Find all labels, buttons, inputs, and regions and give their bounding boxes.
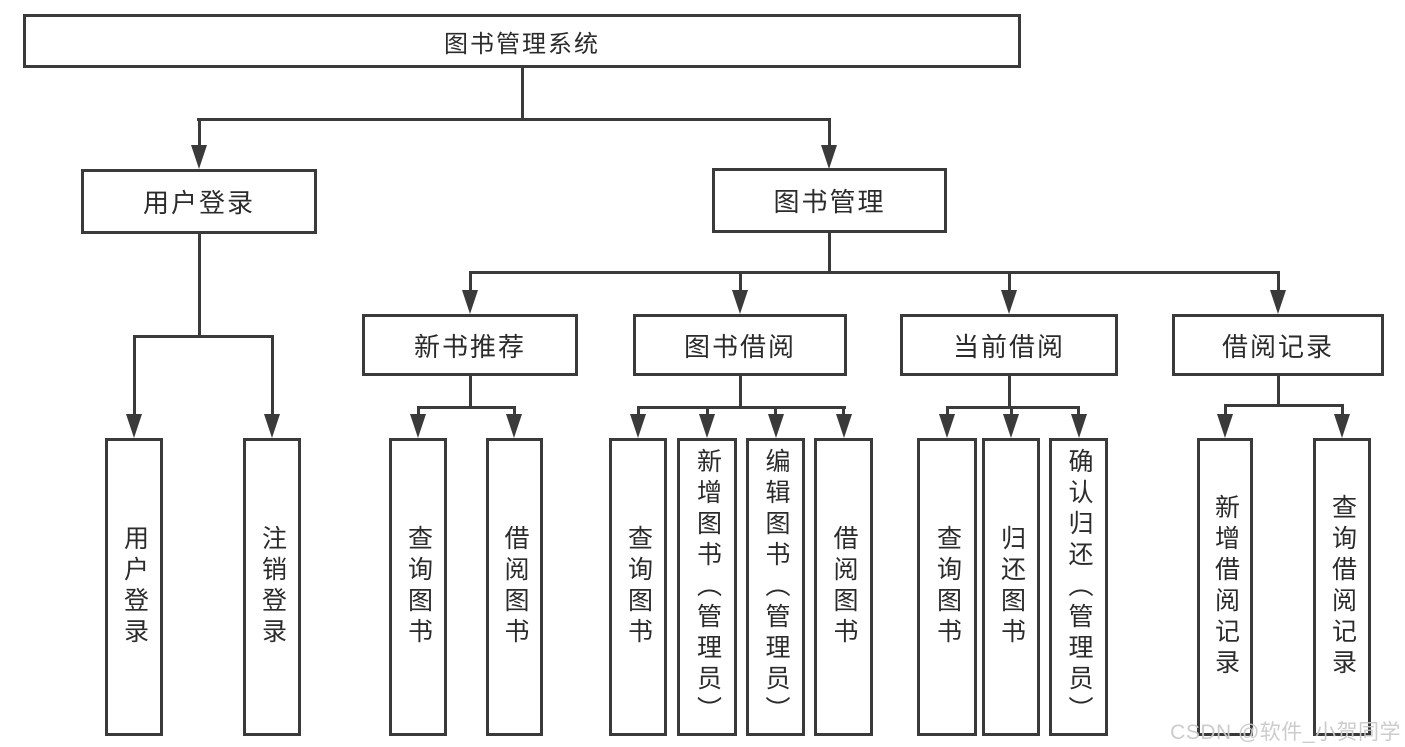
connector-line-horizontal — [945, 406, 1080, 409]
node-label: 注销登录 — [258, 525, 287, 649]
connector-line-horizontal — [416, 406, 516, 409]
leaf-add-books-admin: 新增图书（管理员） — [677, 438, 737, 736]
node-label: 查询图书 — [933, 525, 962, 649]
leaf-query-books-recommend: 查询图书 — [389, 438, 447, 736]
node-label: 用户登录 — [120, 525, 149, 649]
connector-line-vertical — [774, 408, 777, 415]
connector-line-vertical — [738, 376, 742, 408]
node-label: 编辑图书（管理员） — [762, 447, 790, 727]
leaf-query-books-current: 查询图书 — [917, 438, 977, 736]
arrow-down-icon — [1334, 414, 1350, 438]
connector-line-vertical — [827, 118, 831, 146]
connector-line-vertical — [468, 376, 472, 408]
node-book-management: 图书管理 — [712, 168, 947, 233]
connector-line-horizontal — [636, 406, 846, 409]
connector-line-horizontal — [468, 271, 1280, 274]
leaf-logout-login: 注销登录 — [243, 438, 301, 736]
leaf-borrow-books: 借阅图书 — [814, 438, 873, 736]
connector-line-vertical — [842, 408, 845, 415]
node-new-book-recommendation: 新书推荐 — [362, 314, 578, 376]
connector-line-vertical — [1007, 273, 1011, 291]
node-label: 确认归还（管理员） — [1065, 447, 1093, 727]
leaf-confirm-return-admin: 确认归还（管理员） — [1049, 438, 1108, 736]
arrow-down-icon — [821, 145, 837, 169]
arrow-down-icon — [462, 290, 478, 314]
connector-line-vertical — [827, 233, 831, 273]
arrow-down-icon — [1070, 414, 1087, 438]
connector-line-vertical — [416, 408, 420, 415]
arrow-down-icon — [410, 414, 426, 438]
node-borrowing-records: 借阅记录 — [1172, 314, 1384, 376]
arrow-down-icon — [1003, 414, 1019, 438]
node-current-borrowing: 当前借阅 — [900, 314, 1118, 376]
connector-line-vertical — [1276, 376, 1280, 406]
connector-line-vertical — [738, 273, 742, 291]
node-label: 查询图书 — [404, 525, 433, 649]
node-library-management-system: 图书管理系统 — [23, 14, 1021, 68]
connector-line-horizontal — [197, 118, 831, 121]
leaf-return-books: 归还图书 — [982, 438, 1040, 736]
arrow-down-icon — [1270, 290, 1286, 314]
connector-line-vertical — [1007, 376, 1011, 408]
node-book-borrowing: 图书借阅 — [633, 314, 847, 376]
connector-line-horizontal — [132, 335, 274, 338]
connector-line-horizontal — [1223, 404, 1344, 407]
connector-line-vertical — [270, 336, 274, 414]
node-label: 查询图书 — [624, 525, 653, 649]
node-label: 借阅图书 — [501, 525, 529, 649]
node-label: 归还图书 — [997, 525, 1026, 649]
node-label: 图书借阅 — [683, 331, 796, 362]
arrow-down-icon — [699, 414, 715, 438]
connector-line-vertical — [1009, 408, 1013, 415]
node-label: 图书管理 — [773, 187, 886, 217]
node-label: 当前借阅 — [952, 331, 1065, 362]
node-label: 用户登录 — [142, 188, 255, 218]
connector-line-vertical — [1340, 406, 1344, 415]
arrow-down-icon — [264, 414, 280, 438]
connector-line-vertical — [197, 234, 201, 336]
connector-line-vertical — [945, 408, 949, 415]
connector-line-vertical — [636, 408, 640, 415]
connector-line-vertical — [1223, 406, 1227, 415]
leaf-query-borrow-record: 查询借阅记录 — [1313, 438, 1371, 736]
arrow-down-icon — [506, 414, 522, 438]
connector-line-vertical — [132, 336, 136, 414]
arrow-down-icon — [732, 290, 748, 314]
connector-line-vertical — [1276, 273, 1280, 291]
connector-line-vertical — [197, 118, 201, 146]
node-label: 借阅记录 — [1221, 331, 1334, 362]
arrow-down-icon — [630, 414, 646, 438]
leaf-edit-books-admin: 编辑图书（管理员） — [746, 438, 805, 736]
node-user-login: 用户登录 — [81, 169, 317, 234]
node-label: 图书管理系统 — [444, 30, 600, 58]
connector-line-vertical — [468, 273, 472, 291]
connector-line-vertical — [705, 408, 709, 415]
arrow-down-icon — [126, 414, 142, 438]
connector-line-vertical — [520, 68, 524, 119]
arrow-down-icon — [835, 414, 852, 438]
arrow-down-icon — [939, 414, 955, 438]
arrow-down-icon — [1001, 290, 1017, 314]
node-label: 新书推荐 — [413, 331, 526, 362]
node-label: 新增图书（管理员） — [693, 447, 722, 727]
node-label: 查询借阅记录 — [1328, 494, 1357, 680]
arrow-down-icon — [767, 414, 784, 438]
node-label: 借阅图书 — [830, 525, 858, 649]
leaf-user-login: 用户登录 — [105, 438, 163, 736]
node-label: 新增借阅记录 — [1211, 494, 1240, 680]
leaf-borrow-books-recommend: 借阅图书 — [486, 438, 543, 736]
arrow-down-icon — [1217, 414, 1233, 438]
arrow-down-icon — [191, 145, 207, 169]
leaf-query-books-borrow: 查询图书 — [609, 438, 667, 736]
leaf-add-borrow-record: 新增借阅记录 — [1197, 438, 1253, 736]
csdn-watermark: CSDN @软件_小贺同学 — [1170, 721, 1401, 744]
connector-line-vertical — [1077, 408, 1080, 415]
connector-line-vertical — [512, 408, 516, 415]
